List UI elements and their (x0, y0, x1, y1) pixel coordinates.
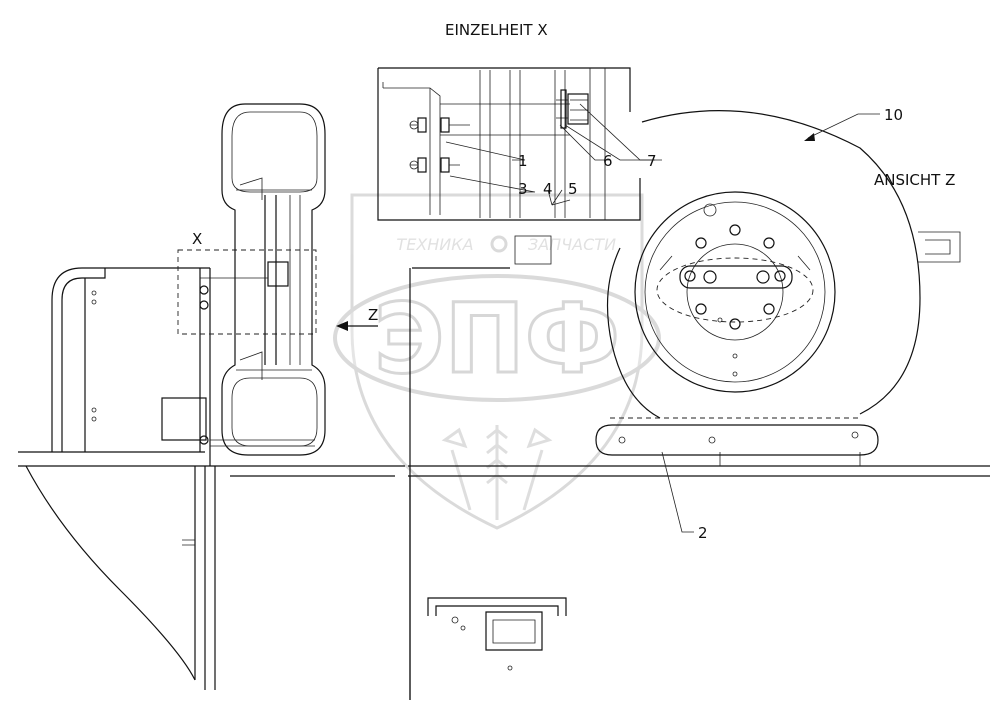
detail-bolt-upper (409, 117, 470, 133)
watermark-logo-letters: ЭПФ (374, 283, 620, 395)
side-mount-block (161, 397, 207, 441)
watermark-gear-icon (490, 235, 508, 253)
small-bracket (514, 235, 552, 265)
leader-2 (661, 451, 694, 533)
detail-x-view (377, 67, 641, 221)
storage-box (427, 597, 567, 671)
watermark-word-right: ЗАПЧАСТИ (528, 235, 616, 254)
spare-wheel (606, 110, 921, 419)
part-label-10: 10 (884, 106, 903, 124)
view-label-ansicht-z: ANSICHT Z (874, 171, 955, 189)
part-label-6: 6 (603, 152, 613, 170)
watermark: ЭПФ ТЕХНИКА ЗАПЧАСТИ (333, 193, 661, 530)
spare-wheel-cradle (595, 417, 879, 456)
part-label-3: 3 (518, 180, 528, 198)
tire-section (199, 103, 326, 456)
left-side-view: X Z (18, 103, 405, 690)
part-label-5: 5 (568, 180, 578, 198)
watermark-word-left: ТЕХНИКА (396, 235, 473, 254)
detail-x-boundary (177, 249, 317, 335)
detail-bolt-lower (409, 157, 460, 173)
part-label-2: 2 (698, 524, 708, 542)
clamp-plate (679, 265, 793, 289)
detail-title: EINZELHEIT X (445, 21, 548, 39)
watermark-wheat-icon (441, 425, 553, 520)
detail-nut-assembly (556, 89, 589, 129)
detail-marker-x: X (192, 230, 202, 248)
leader-10 (807, 113, 880, 139)
part-label-1: 1 (518, 152, 528, 170)
view-arrow-label: Z (368, 306, 378, 324)
detail-leaders (445, 103, 662, 206)
right-view (408, 110, 990, 700)
part-label-4: 4 (543, 180, 553, 198)
wheel-bolt-holes (684, 224, 786, 330)
part-label-7: 7 (647, 152, 657, 170)
side-bracket-frame (51, 267, 211, 466)
watermark-oval (333, 274, 661, 402)
watermark-shield (350, 193, 644, 530)
view-arrow-z (336, 321, 378, 331)
